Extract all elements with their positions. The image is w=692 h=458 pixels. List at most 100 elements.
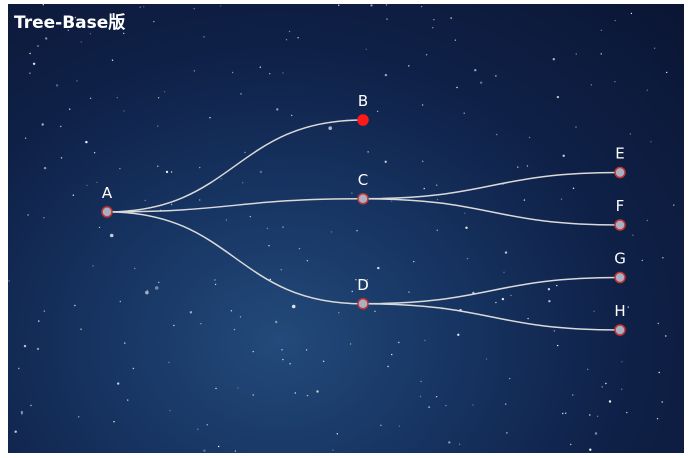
tree-node-marker[interactable]	[614, 271, 626, 284]
star	[505, 403, 507, 405]
tree-node-marker[interactable]	[101, 206, 113, 218]
star	[219, 5, 222, 7]
star	[18, 367, 20, 370]
star	[316, 390, 319, 393]
star	[43, 166, 47, 170]
star	[600, 29, 603, 31]
star	[60, 157, 63, 159]
tree-node-d[interactable]: D	[357, 276, 369, 310]
star	[252, 350, 254, 353]
star	[237, 387, 239, 389]
tree-node-marker[interactable]	[357, 114, 369, 126]
star	[269, 278, 271, 281]
tree-node-label: D	[357, 276, 369, 294]
star	[306, 394, 309, 397]
star	[268, 245, 270, 247]
star	[495, 75, 497, 77]
tree-node-label: F	[616, 197, 625, 215]
tree-node-marker[interactable]	[614, 219, 626, 231]
star	[448, 441, 451, 444]
star	[124, 342, 126, 344]
star	[231, 71, 234, 74]
star	[36, 347, 40, 351]
star	[466, 257, 469, 260]
star	[117, 382, 120, 385]
star	[280, 269, 282, 271]
star	[24, 137, 27, 139]
tree-node-b[interactable]: B	[357, 92, 369, 126]
star	[565, 412, 567, 414]
star	[665, 335, 667, 337]
tree-link-d-g	[362, 276, 621, 305]
tree-node-marker[interactable]	[614, 324, 626, 336]
tree-link-a-c	[106, 198, 364, 213]
star	[626, 411, 628, 414]
star	[349, 343, 352, 345]
tree-node-a[interactable]: A	[101, 184, 113, 218]
star	[454, 39, 457, 41]
star	[282, 358, 284, 361]
star	[157, 165, 159, 167]
star	[646, 89, 648, 91]
tree-node-marker[interactable]	[357, 193, 369, 205]
star	[67, 29, 69, 31]
star	[338, 312, 340, 314]
tree-node-marker[interactable]	[357, 298, 369, 310]
star	[496, 133, 498, 136]
star	[206, 424, 208, 426]
star	[428, 406, 430, 408]
star	[143, 6, 145, 8]
star	[98, 226, 101, 229]
star	[657, 322, 659, 325]
star	[600, 53, 602, 55]
star	[390, 200, 393, 202]
tree-node-h[interactable]: H	[614, 302, 626, 336]
star	[594, 432, 598, 435]
star	[351, 290, 353, 293]
star	[78, 416, 80, 418]
star	[119, 167, 121, 170]
tree-node-marker[interactable]	[614, 166, 626, 179]
star	[377, 266, 380, 270]
star	[445, 404, 447, 407]
star	[351, 192, 353, 194]
tree-node-g[interactable]: G	[614, 250, 626, 284]
star	[526, 165, 529, 167]
tree-node-e[interactable]: E	[614, 145, 626, 179]
star	[552, 58, 555, 61]
star	[398, 341, 400, 344]
star	[20, 410, 24, 414]
tree-node-label: E	[615, 145, 624, 163]
star	[472, 404, 474, 406]
star	[8, 280, 10, 282]
tree-link-d-h	[362, 303, 621, 331]
star	[614, 19, 616, 22]
star	[650, 141, 652, 143]
star	[646, 219, 648, 222]
star	[424, 339, 426, 342]
tree-link-a-b	[106, 119, 364, 213]
star	[596, 415, 599, 417]
star	[436, 184, 438, 186]
tree-node-label: B	[358, 92, 368, 110]
tree-link-a-d	[106, 211, 364, 305]
star	[169, 409, 171, 412]
tree-node-label: C	[358, 171, 368, 189]
star	[506, 432, 508, 434]
star	[463, 112, 465, 114]
star	[572, 187, 575, 189]
star	[338, 4, 340, 6]
tree-node-f[interactable]: F	[614, 197, 626, 231]
star	[425, 54, 428, 56]
star	[27, 214, 29, 216]
star	[557, 344, 559, 347]
star	[282, 72, 284, 74]
star	[43, 310, 46, 312]
star	[433, 19, 435, 21]
star	[165, 170, 169, 174]
star	[285, 39, 288, 41]
star	[570, 443, 572, 446]
tree-node-c[interactable]: C	[357, 171, 369, 205]
star	[281, 349, 283, 351]
star	[60, 125, 62, 128]
